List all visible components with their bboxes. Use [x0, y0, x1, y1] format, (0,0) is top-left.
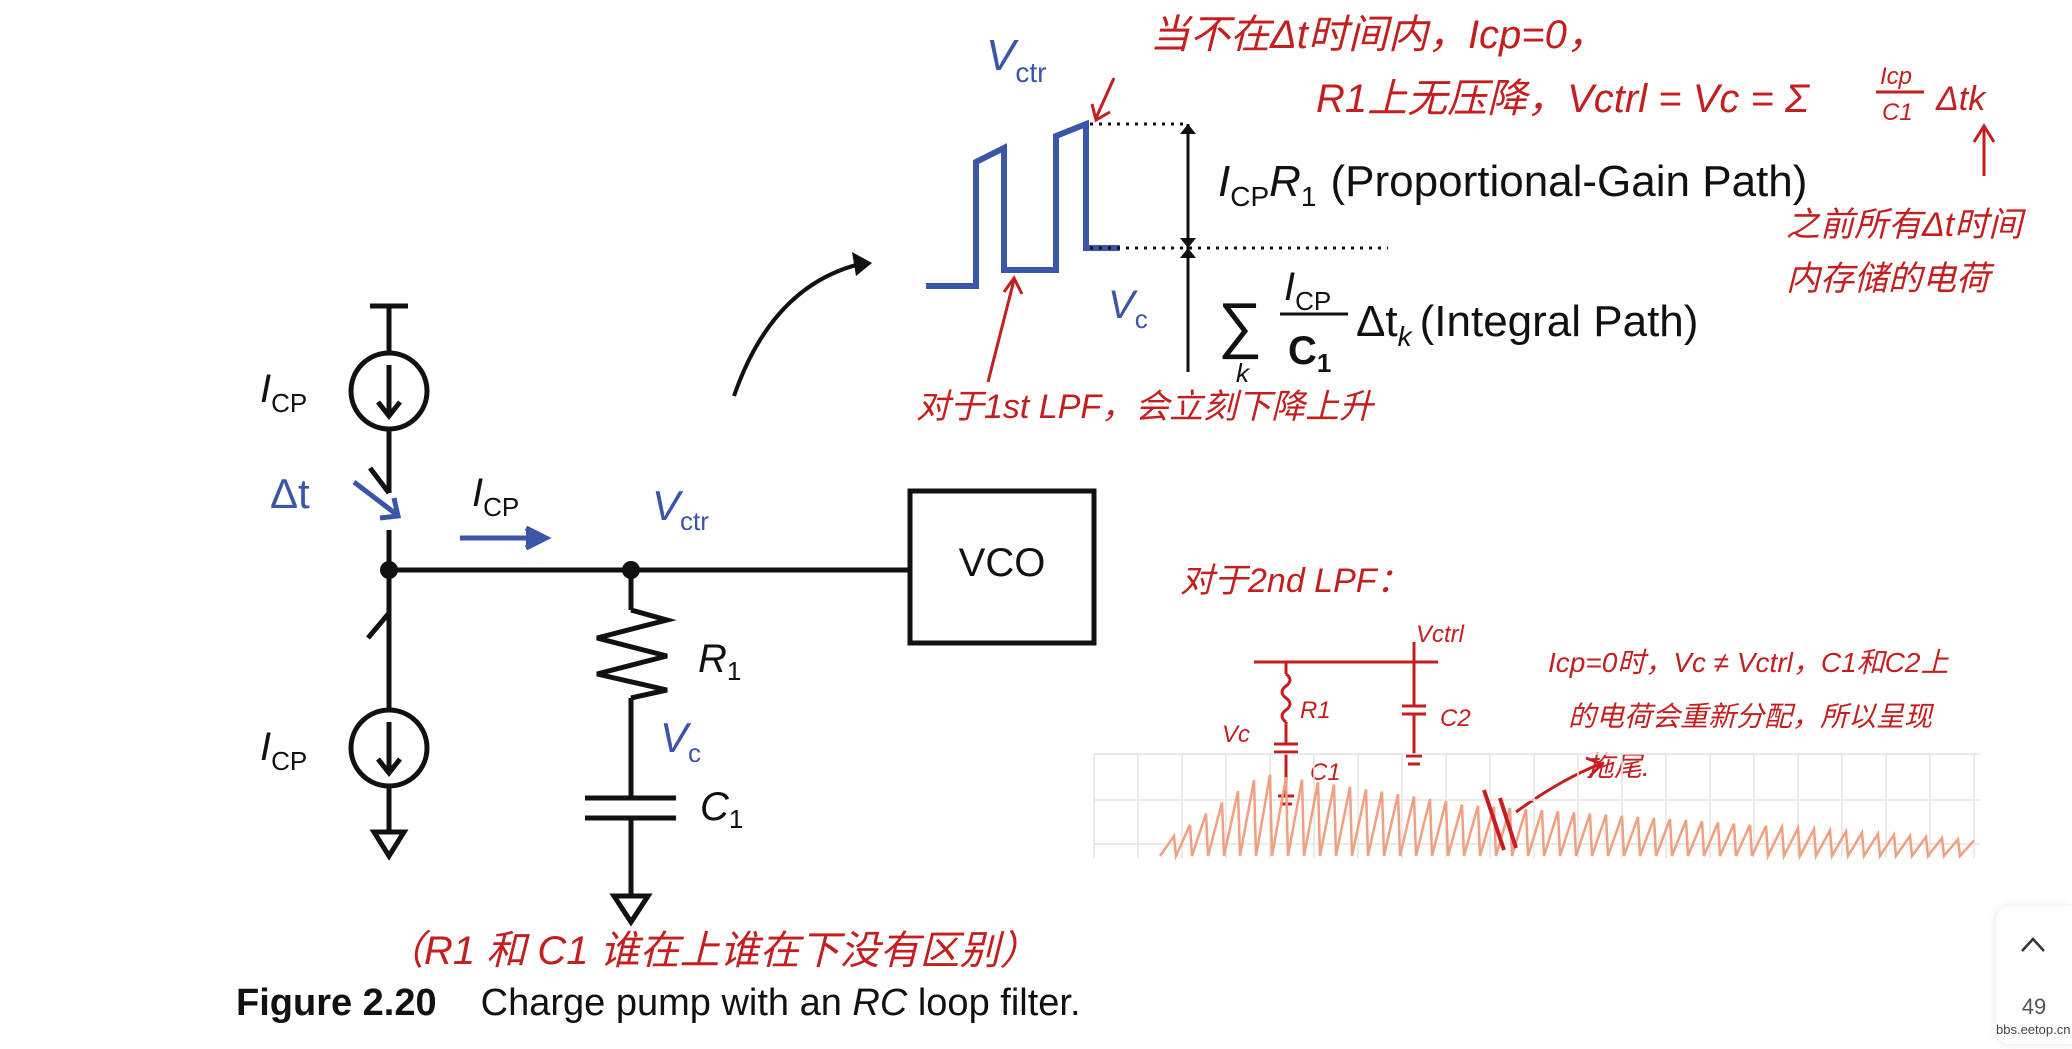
note-right-line-2: 内存储的电荷 [1786, 260, 1995, 298]
icp-label-top: ICP [260, 367, 307, 418]
r1-label: R1 [698, 637, 741, 686]
page-number: 49 [2021, 994, 2047, 1019]
vco-label: VCO [959, 541, 1046, 585]
note-bottom: （R1 和 C1 谁在上谁在下没有区别） [384, 929, 1040, 973]
junction-dot-left [380, 561, 398, 579]
switch-bottom [366, 611, 391, 640]
note-top-line-1: 当不在Δt时间内，Icp=0， [1150, 13, 1607, 57]
fraction-numerator: ICP [1284, 265, 1331, 316]
note-second-lpf-title: 对于2nd LPF： [1180, 562, 1411, 600]
c1-label: C1 [700, 785, 743, 834]
note-top-frac-den: C1 [1882, 99, 1913, 126]
note-c2-small: C2 [1440, 705, 1471, 732]
junction-dot-right [622, 561, 640, 579]
fraction-denominator: C1 [1288, 329, 1331, 378]
caption-text-pre: Charge pump with an [480, 982, 853, 1024]
red-arrow-to-valley [986, 279, 1016, 383]
vc-label-circuit: Vc [660, 714, 701, 768]
note-top-dtk: Δtk [1935, 80, 1987, 118]
vco-block [907, 488, 1097, 646]
ground-left [369, 829, 409, 861]
figure-number: Figure 2.20 [236, 982, 437, 1024]
caption-text-post: loop filter. [907, 982, 1081, 1024]
vctr-waveform [926, 119, 1120, 289]
ripple-waveform [1158, 774, 1975, 861]
circuit-schematic [348, 303, 1097, 927]
ripple-highlight-1 [1482, 789, 1506, 851]
note-vctrl-small: Vctrl [1416, 621, 1465, 648]
figure-caption: Figure 2.20 Charge pump with an RC loop f… [236, 982, 1081, 1025]
ripple-plot [1093, 753, 1980, 861]
vctr-label-circuit: Vctr [652, 482, 709, 536]
note-right-line-1: 之前所有Δt时间 [1786, 206, 2026, 244]
caption-text-em: RC [852, 982, 908, 1024]
note-r1-small: R1 [1300, 697, 1331, 724]
scroll-to-top-button[interactable]: 49 [1996, 906, 2072, 1044]
second-order-lpf-sketch [1254, 642, 1438, 806]
note-first-lpf: 对于1st LPF，会立刻下降上升 [916, 388, 1376, 426]
handwritten-annotations: 当不在Δt时间内，Icp=0， R1上无压降，Vctrl = Vc = Σ Ic… [384, 13, 2026, 973]
curved-pointer-arrow [732, 262, 861, 397]
sum-symbol: ∑ [1218, 291, 1262, 360]
delta-t-label: Δt [270, 470, 310, 517]
ripple-highlight-2 [1498, 797, 1518, 849]
note-top-frac-num: Icp [1880, 63, 1912, 90]
ground-right [609, 893, 653, 927]
proportional-path-label: ICPR1(Proportional-Gain Path) [1218, 157, 1807, 212]
vc-label-waveform: Vc [1108, 283, 1148, 334]
note-c1-small: C1 [1310, 759, 1341, 786]
switch-timing-arrow [352, 480, 398, 516]
note-top-line-2: R1上无压降，Vctrl = Vc = Σ [1316, 77, 1811, 121]
integral-path-label: Δtk(Integral Path) [1356, 297, 1698, 352]
note-right-lpf-1: Icp=0时，Vc ≠ Vctrl，C1和C2上 [1548, 647, 1949, 678]
note-vc-small: Vc [1222, 721, 1250, 748]
resistor-r1 [596, 607, 677, 701]
icp-label-bottom: ICP [260, 725, 307, 776]
red-arrow-to-peak [1094, 77, 1116, 119]
icp-label-middle: ICP [472, 471, 519, 522]
note-right-lpf-2: 的电荷会重新分配，所以呈现 [1568, 701, 1935, 732]
switch-top [368, 466, 391, 495]
chevron-up-icon [2021, 937, 2045, 952]
vctr-label-waveform: Vctr [986, 31, 1046, 88]
red-arrow-to-tail [1515, 762, 1601, 814]
sum-index: k [1236, 358, 1251, 388]
watermark: bbs.eetop.cn [1996, 1022, 2071, 1037]
